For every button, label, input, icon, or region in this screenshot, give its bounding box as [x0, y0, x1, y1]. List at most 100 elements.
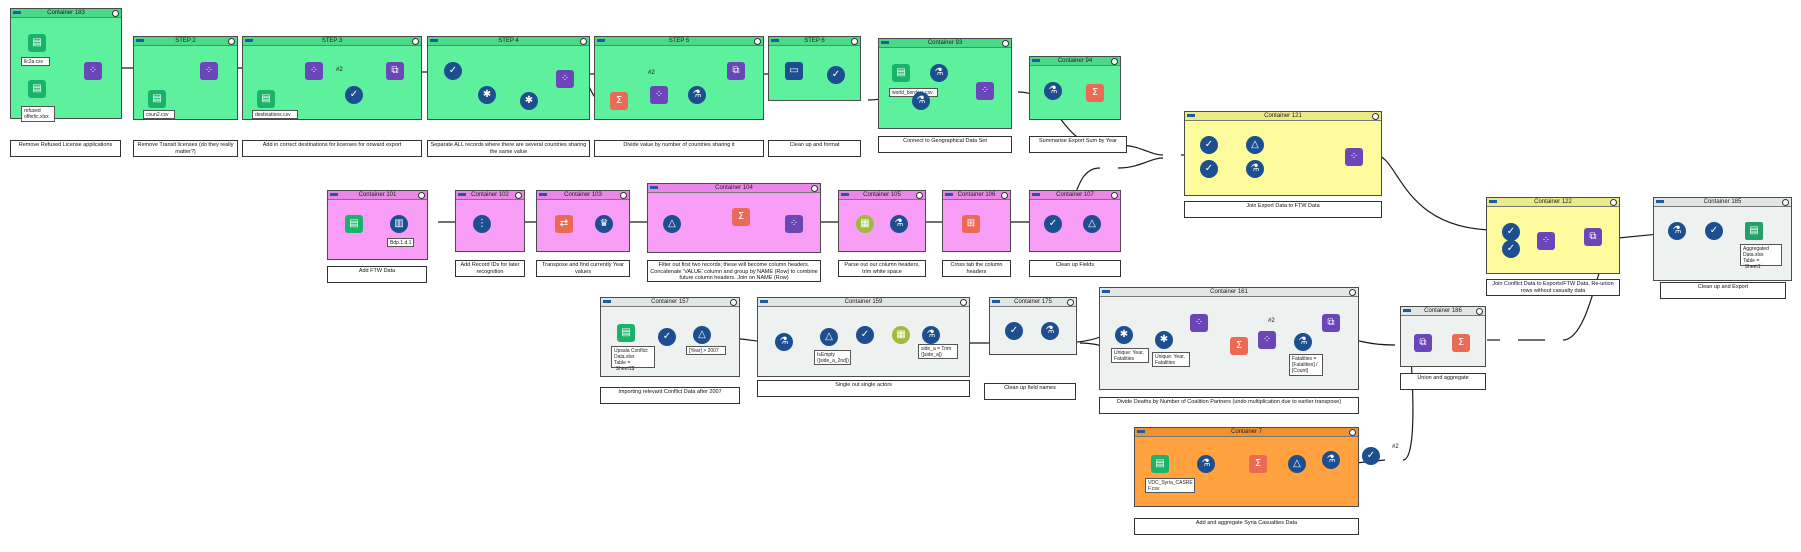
join-icon[interactable]: ⁘ [1345, 148, 1363, 166]
join-icon[interactable]: ⁘ [305, 62, 323, 80]
minimize-icon[interactable] [1372, 113, 1379, 120]
minimize-icon[interactable] [960, 299, 967, 306]
note-connect-geo[interactable]: Connect to Geographical Data Set [878, 136, 1012, 153]
minimize-icon[interactable] [1001, 192, 1008, 199]
container-101[interactable]: Container 101 [327, 190, 428, 260]
check-icon[interactable]: ✓ [1200, 160, 1218, 178]
container-header[interactable]: STEP 4 [428, 37, 589, 46]
record-id-icon[interactable]: ⋮ [473, 215, 491, 233]
join-icon[interactable]: ⁘ [200, 62, 218, 80]
minimize-icon[interactable] [754, 38, 761, 45]
minimize-icon[interactable] [851, 38, 858, 45]
container-103[interactable]: Container 103 [536, 190, 630, 252]
note-divide-value[interactable]: Divide value by number of countries shar… [594, 140, 764, 157]
text-parse-icon[interactable]: ▦ [892, 326, 910, 344]
triangle-icon[interactable]: △ [663, 215, 681, 233]
flask-icon[interactable]: ⚗ [930, 64, 948, 82]
minimize-icon[interactable] [1349, 289, 1356, 296]
minimize-icon[interactable] [1111, 192, 1118, 199]
flask-icon[interactable]: ⚗ [1044, 82, 1062, 100]
minimize-icon[interactable] [811, 185, 818, 192]
minimize-icon[interactable] [1610, 199, 1617, 206]
note-clean-fields[interactable]: Clean up Fields [1029, 260, 1121, 277]
book-icon[interactable]: ▤ [345, 215, 363, 233]
container-7[interactable]: Container 7 [1134, 427, 1359, 507]
minimize-icon[interactable] [228, 38, 235, 45]
triangle-icon[interactable]: △ [1083, 215, 1101, 233]
note-add-ftw[interactable]: Add FTW Data [327, 266, 427, 283]
minimize-icon[interactable] [1782, 199, 1789, 206]
note-separate-records[interactable]: Separate ALL records where there are sev… [427, 140, 590, 157]
container-step-6[interactable]: STEP 6 [768, 36, 861, 101]
container-186[interactable]: Container 186 [1400, 306, 1486, 367]
note-parse-headers[interactable]: Parse out our column headers, trim white… [838, 260, 926, 277]
join-icon[interactable]: ⁘ [556, 70, 574, 88]
triangle-icon[interactable]: △ [693, 326, 711, 344]
minimize-icon[interactable] [1349, 429, 1356, 436]
minimize-icon[interactable] [1002, 40, 1009, 47]
note-cross-tab[interactable]: Cross tab the column headers [942, 260, 1011, 277]
sigma-icon[interactable]: Σ [1086, 84, 1104, 102]
minimize-icon[interactable] [418, 192, 425, 199]
container-header[interactable]: STEP 6 [769, 37, 860, 46]
container-107[interactable]: Container 107 [1029, 190, 1121, 252]
container-header[interactable]: Container 105 [839, 191, 925, 200]
join-icon[interactable]: ⁘ [976, 82, 994, 100]
minimize-icon[interactable] [515, 192, 522, 199]
check-icon[interactable]: ✓ [1044, 215, 1062, 233]
note-join-conflict[interactable]: Join Conflict Data to Exports/FTW Data. … [1486, 279, 1620, 296]
text-parse-icon[interactable]: ▦ [856, 215, 874, 233]
asterisk-icon[interactable]: ✱ [478, 86, 496, 104]
container-183[interactable]: Container 183 [10, 8, 122, 119]
minimize-icon[interactable] [620, 192, 627, 199]
sigma-icon[interactable]: Σ [1230, 337, 1248, 355]
container-header[interactable]: Container 157 [601, 298, 739, 307]
container-header[interactable]: Container 121 [1185, 112, 1381, 121]
container-header[interactable]: Container 107 [1030, 191, 1120, 200]
join-icon[interactable]: ⁘ [1190, 314, 1208, 332]
note-transpose[interactable]: Transpose and find currently Year values [536, 260, 630, 277]
join-icon[interactable]: ⁘ [650, 86, 668, 104]
check-icon[interactable]: ✓ [827, 66, 845, 84]
crosstab-icon[interactable]: ⊞ [962, 215, 980, 233]
minimize-icon[interactable] [730, 299, 737, 306]
triangle-icon[interactable]: △ [820, 328, 838, 346]
flask-icon[interactable]: ⚗ [922, 326, 940, 344]
flask-icon[interactable]: ⚗ [890, 215, 908, 233]
container-header[interactable]: Container 161 [1100, 288, 1358, 297]
minimize-icon[interactable] [580, 38, 587, 45]
container-header[interactable]: Container 159 [758, 298, 969, 307]
container-105[interactable]: Container 105 [838, 190, 926, 252]
check-icon[interactable]: ✓ [1362, 447, 1380, 465]
book-icon[interactable]: ▤ [892, 64, 910, 82]
union-icon[interactable]: ⧉ [1584, 228, 1602, 246]
book-icon[interactable]: ▤ [148, 90, 166, 108]
join-icon[interactable]: ⁘ [1258, 331, 1276, 349]
container-header[interactable]: Container 175 [990, 298, 1076, 307]
note-filter-first-two[interactable]: Filter out first two records; these will… [647, 260, 821, 282]
transpose-icon[interactable]: ▥ [390, 215, 408, 233]
check-icon[interactable]: ✓ [1705, 222, 1723, 240]
flask-icon[interactable]: ⚗ [1294, 333, 1312, 351]
note-import-conflict[interactable]: Importing relevant Conflict Data after 2… [600, 387, 740, 404]
container-header[interactable]: Container 122 [1487, 198, 1619, 207]
flask-icon[interactable]: ⚗ [912, 92, 930, 110]
minimize-icon[interactable] [112, 10, 119, 17]
container-header[interactable]: Container 7 [1135, 428, 1358, 437]
container-header[interactable]: Container 104 [648, 184, 820, 193]
note-divide-deaths[interactable]: Divide Deaths by Number of Coalition Par… [1099, 397, 1359, 414]
container-header[interactable]: STEP 3 [243, 37, 421, 46]
asterisk-icon[interactable]: ✱ [520, 92, 538, 110]
triangle-icon[interactable]: △ [1288, 455, 1306, 473]
minimize-icon[interactable] [916, 192, 923, 199]
union-icon[interactable]: ⧉ [727, 62, 745, 80]
sigma-icon[interactable]: Σ [732, 208, 750, 226]
book-icon[interactable]: ▤ [28, 80, 46, 98]
triangle-icon[interactable]: △ [1246, 136, 1264, 154]
select-icon[interactable]: ▭ [785, 62, 803, 80]
note-join-export-ftw[interactable]: Join Export Data to FTW Data [1184, 201, 1382, 218]
container-94[interactable]: Container 94 [1029, 56, 1121, 120]
container-header[interactable]: Container 102 [456, 191, 524, 200]
join-icon[interactable]: ⁘ [785, 215, 803, 233]
